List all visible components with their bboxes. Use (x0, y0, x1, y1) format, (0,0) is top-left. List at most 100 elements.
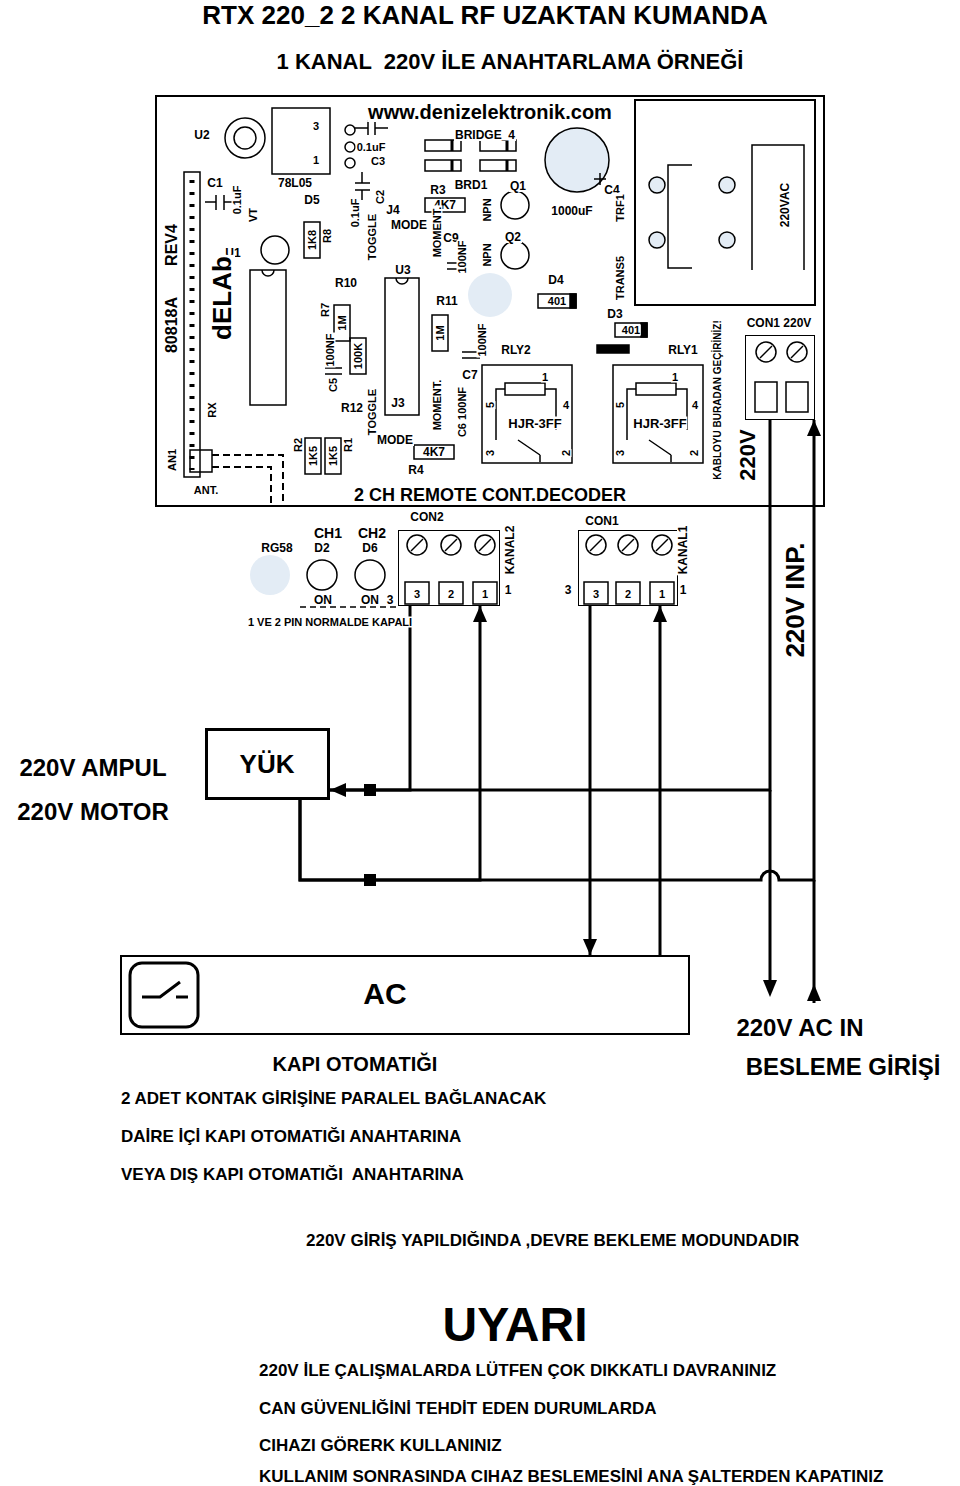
label-text: 1 (504, 584, 513, 596)
label-text: 401 (621, 325, 641, 336)
ic-outline (250, 270, 286, 405)
arrow-head (473, 606, 487, 622)
switch-frame (130, 963, 198, 1027)
screw-slot (479, 539, 491, 551)
label-text: R1 (343, 437, 354, 453)
label-text: MOMENT. (432, 379, 443, 432)
label-text: 4 (562, 400, 570, 411)
wire-slot (650, 582, 674, 604)
label-text: KABLOYU BURADAN GEÇİRİNİZ! (713, 319, 723, 480)
diode-symbol (480, 140, 516, 151)
screw (787, 342, 807, 362)
power-terminal: CON1 220V (745, 335, 815, 420)
diode-band (452, 140, 507, 171)
pin-header (184, 172, 200, 477)
solder-pad (468, 273, 512, 317)
label-text: C5 (328, 377, 339, 393)
wire-connector (589, 606, 592, 955)
label-text: 100NF (325, 332, 336, 367)
screw (475, 535, 495, 555)
resistor-symbol (304, 222, 320, 258)
varistor-symbol (261, 236, 289, 264)
regulator-outline (225, 118, 265, 158)
label-text: D5 (303, 194, 320, 206)
diode-symbol (615, 323, 647, 337)
label-text: R10 (334, 277, 358, 289)
label-text: KULLANIM SONRASINDA CIHAZ BESLEMESİNİ AN… (258, 1468, 884, 1485)
label-text: DAİRE İÇİ KAPI OTOMATIĞI ANAHTARINA (120, 1128, 462, 1145)
label-text: 1 (312, 155, 320, 166)
diagram-title: RTX 220_2 2 KANAL RF UZAKTAN KUMANDA (201, 2, 768, 28)
ic-notch (396, 278, 408, 284)
capacitor-symbol (355, 172, 370, 200)
label-text: ON (313, 594, 333, 606)
arrow-head (653, 606, 667, 622)
label-text: 220VAC (779, 182, 791, 228)
label-text: R7 (320, 302, 331, 318)
node-text: www.denizelektronik.com (367, 102, 613, 122)
label-text: 220V (737, 428, 759, 481)
label-text: 1 (541, 372, 549, 383)
label-text: 100K (353, 342, 364, 370)
relay-outline (482, 365, 572, 463)
label-text: 1 VE 2 PIN NORMALDE KAPALI (247, 617, 413, 628)
arrow-head (807, 420, 821, 436)
label-text: 0.1uF (350, 198, 361, 229)
label-text: 1K5 (308, 445, 319, 467)
label-text: 78L05 (277, 177, 313, 189)
label-text: CIHAZI GÖRERK KULLANINIZ (258, 1437, 503, 1454)
diode-band (570, 294, 576, 308)
screw-slot (590, 539, 602, 551)
node-text: CON1 220V (746, 317, 813, 329)
label-text: R8 (322, 228, 333, 244)
label-text: RLY1 (667, 344, 699, 356)
relay-outline (613, 365, 703, 463)
label-text: D4 (547, 274, 564, 286)
wire-slot (584, 582, 608, 604)
label-text: KANAL1 (677, 525, 689, 576)
label-text: 5 (615, 401, 626, 409)
label-text: D6 (361, 542, 378, 554)
label-text: R2 (293, 437, 304, 453)
transistor-symbol (501, 191, 529, 219)
label-text: AN1 (167, 448, 178, 472)
relay-coil (636, 383, 676, 395)
wire-connector (330, 606, 410, 790)
label-text: NPN (482, 197, 493, 222)
label-text: 1 (658, 589, 666, 600)
label-text: REV4 (164, 223, 180, 267)
label-text: 3 (312, 121, 320, 132)
terminal-screws (405, 342, 808, 604)
transformer-winding (752, 145, 804, 270)
label-text: 401 (547, 296, 567, 307)
transformer-outline (635, 100, 815, 305)
label-text: 3 (592, 589, 600, 600)
label-text: 2 (624, 589, 632, 600)
label-text: 1 (679, 584, 688, 596)
label-text: RX (207, 401, 218, 418)
capacitor-symbol (205, 195, 235, 210)
resistor-symbol (305, 438, 321, 474)
label-text: 220V GİRİŞ YAPILDIĞINDA ,DEVRE BEKLEME M… (305, 1232, 800, 1249)
label-text: VEYA DIŞ KAPI OTOMATIĞI ANAHTARINA (120, 1166, 465, 1183)
led-symbol (307, 560, 337, 590)
label-text: MODE (390, 219, 428, 231)
screw-slot (656, 539, 668, 551)
relay-contact (627, 389, 687, 462)
diode-band (641, 323, 647, 337)
label-text: C3 (370, 156, 386, 167)
resistor-symbol (350, 338, 366, 374)
label-text: 220V İLE ÇALIŞMALARDA LÜTFEN ÇOK DIKKATL… (258, 1362, 777, 1379)
label-text: KANAL2 (504, 525, 516, 576)
label-text: J4 (385, 204, 400, 216)
label-text: 220V AMPUL (18, 756, 167, 780)
label-text: 220V AC IN (735, 1016, 864, 1040)
label-text: 1 (671, 372, 679, 383)
resistor-symbol (334, 305, 350, 341)
capacitor-symbol (355, 120, 388, 135)
wire-slot (439, 582, 463, 604)
node-text: AC (362, 979, 407, 1009)
ic-outline (385, 278, 419, 415)
label-text: TOGGLE (367, 388, 378, 436)
